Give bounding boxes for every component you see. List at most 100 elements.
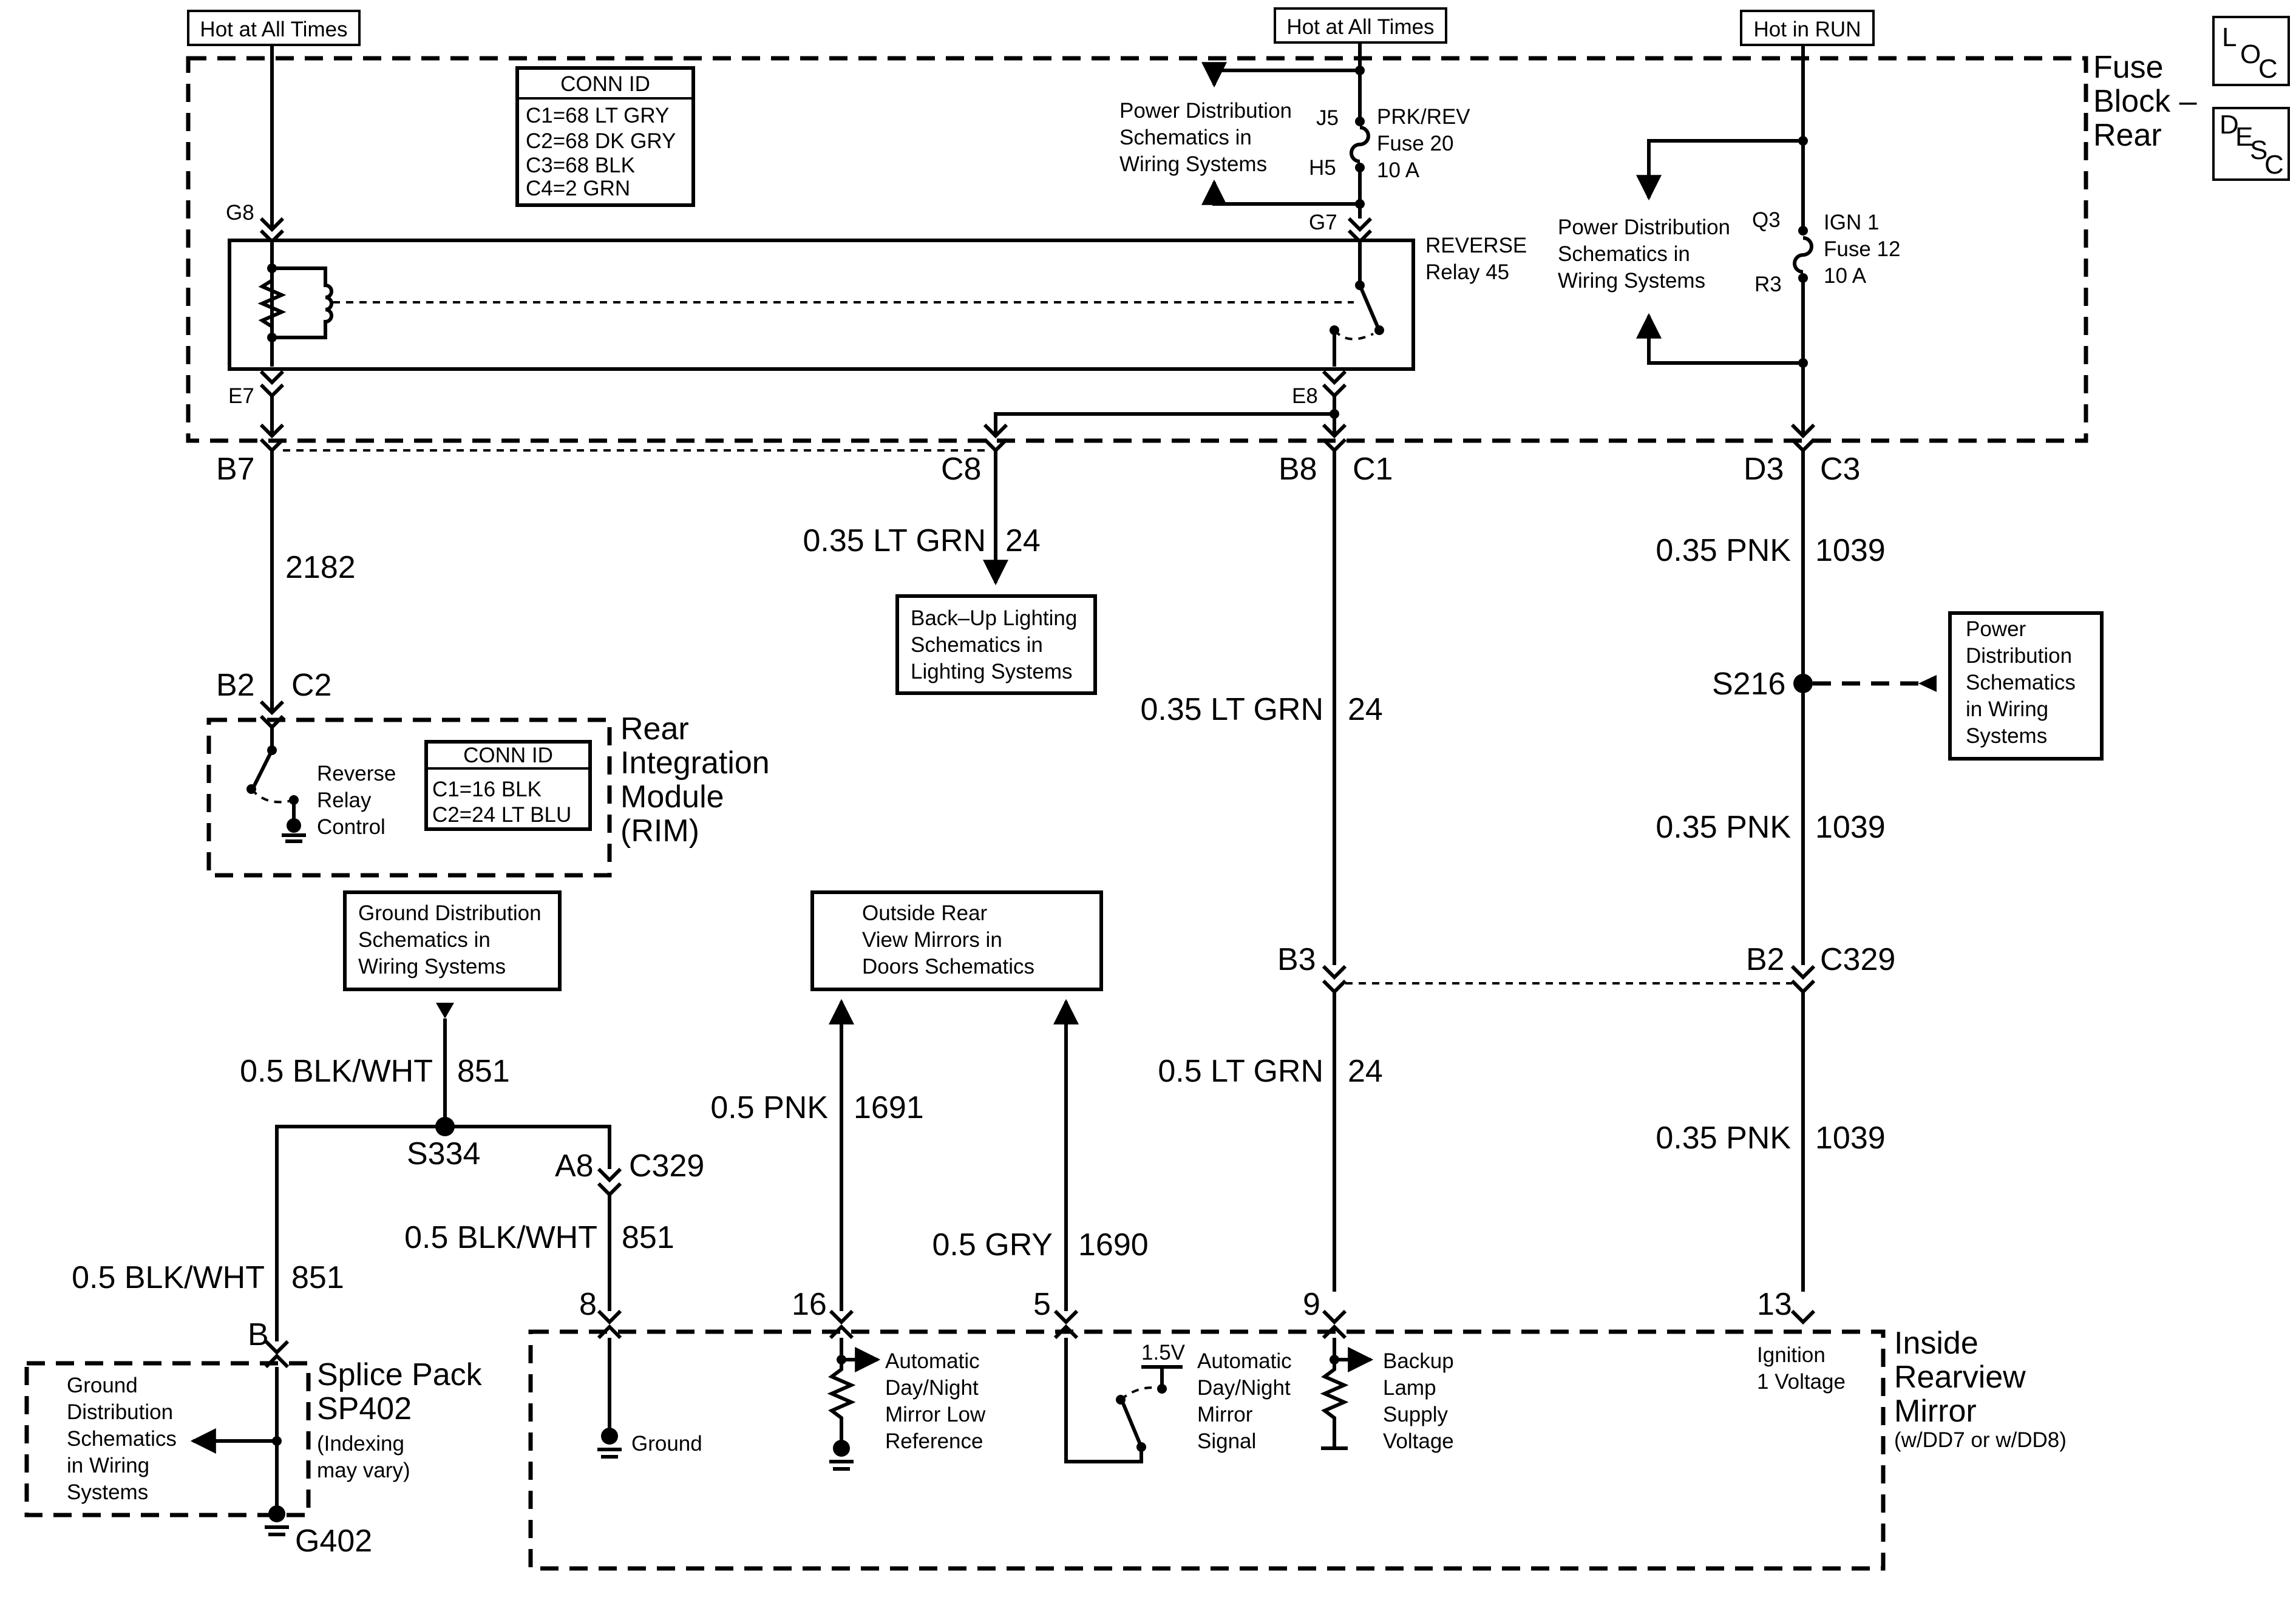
splice-s216-label: S216 xyxy=(1712,666,1785,702)
svg-text:Schematics: Schematics xyxy=(67,1427,177,1451)
fuse-20-label: PRK/REV Fuse 20 10 A xyxy=(1377,105,1470,182)
power-dist-s216-box[interactable]: Power Distribution Schematics in Wiring … xyxy=(1948,611,2104,761)
svg-text:0.35 LT GRN: 0.35 LT GRN xyxy=(803,523,986,558)
svg-text:C1=68 LT GRY: C1=68 LT GRY xyxy=(526,104,669,127)
svg-text:C2=68 DK GRY: C2=68 DK GRY xyxy=(526,129,676,153)
outside-mirrors-box[interactable]: Outside Rear View Mirrors in Doors Schem… xyxy=(810,890,1103,991)
svg-text:REVERSE: REVERSE xyxy=(1425,234,1527,257)
svg-text:Schematics in: Schematics in xyxy=(1119,126,1252,149)
svg-text:Power: Power xyxy=(1966,617,2026,641)
svg-text:Fuse: Fuse xyxy=(2093,50,2164,85)
hot-at-all-times-left-label: Hot at All Times xyxy=(187,10,361,46)
svg-text:C2=24 LT BLU: C2=24 LT BLU xyxy=(432,803,571,827)
power-dist-arrow-s216 xyxy=(1918,675,1937,692)
svg-text:Inside: Inside xyxy=(1894,1326,1978,1361)
svg-text:0.5 PNK: 0.5 PNK xyxy=(710,1090,828,1125)
mirror-ignition-label: Ignition 1 Voltage xyxy=(1757,1343,1846,1394)
svg-text:Schematics in: Schematics in xyxy=(1558,242,1690,266)
svg-text:Schematics in: Schematics in xyxy=(358,928,491,952)
connector-c329-bottom-label: C329 xyxy=(629,1148,704,1184)
svg-text:(w/DD7 or w/DD8): (w/DD7 or w/DD8) xyxy=(1894,1428,2067,1452)
connector-a8-label: A8 xyxy=(555,1148,594,1184)
svg-text:may vary): may vary) xyxy=(317,1459,410,1482)
svg-text:Relay: Relay xyxy=(317,788,372,812)
reverse-relay-box xyxy=(228,239,1415,371)
pin-g8-label: G8 xyxy=(226,201,254,225)
relay-coil-symbol xyxy=(257,263,333,342)
svg-text:Wiring Systems: Wiring Systems xyxy=(1558,269,1705,293)
svg-text:851: 851 xyxy=(622,1220,674,1255)
mirror-low-ref-ground xyxy=(829,1440,854,1471)
svg-text:Ground Distribution: Ground Distribution xyxy=(358,901,542,925)
ground-g402-label: G402 xyxy=(295,1524,372,1559)
wire-s334-to-a8 xyxy=(445,1125,611,1169)
rim-reverse-relay-control-label: Reverse Relay Control xyxy=(317,762,396,839)
splice-s216 xyxy=(1793,674,1813,693)
splice-pack-ground-text: Ground Distribution Schematics in Wiring… xyxy=(67,1374,177,1504)
svg-text:24: 24 xyxy=(1005,523,1041,558)
svg-text:Control: Control xyxy=(317,815,385,839)
splice-pack-title: Splice Pack SP402 (Indexing may vary) xyxy=(317,1357,483,1482)
relay-switch-symbol xyxy=(1330,242,1384,367)
connector-b8-label: B8 xyxy=(1279,452,1317,487)
fuse-block-rear-title: Fuse Block – Rear xyxy=(2093,50,2197,153)
mirror-backup-resistor xyxy=(1320,1338,1349,1448)
svg-text:Mirror: Mirror xyxy=(1197,1403,1253,1426)
connector-c2-label: C2 xyxy=(291,668,331,703)
splice-s334-label: S334 xyxy=(407,1136,480,1171)
power-dist-arrow-1b xyxy=(1201,179,1360,206)
reverse-relay-label: REVERSE Relay 45 xyxy=(1425,234,1527,284)
connector-c8-label: C8 xyxy=(941,452,981,487)
pin-q3-label: Q3 xyxy=(1752,208,1781,232)
svg-text:Module: Module xyxy=(620,779,724,815)
wire-s334-to-sp402 xyxy=(275,1125,445,1341)
svg-text:0.5 LT GRN: 0.5 LT GRN xyxy=(1158,1054,1323,1089)
svg-text:Fuse 12: Fuse 12 xyxy=(1824,237,1900,261)
ground-dist-box[interactable]: Ground Distribution Schematics in Wiring… xyxy=(343,890,562,991)
svg-text:Doors Schematics: Doors Schematics xyxy=(862,955,1034,978)
desc-icon: D E S C xyxy=(2212,107,2290,181)
svg-text:in Wiring: in Wiring xyxy=(1966,697,2048,721)
svg-text:Integration: Integration xyxy=(620,745,770,781)
svg-text:Systems: Systems xyxy=(67,1480,148,1504)
inside-mirror-title: Inside Rearview Mirror (w/DD7 or w/DD8) xyxy=(1894,1326,2067,1452)
svg-text:Hot in RUN: Hot in RUN xyxy=(1754,18,1861,41)
svg-text:Wiring Systems: Wiring Systems xyxy=(358,955,506,978)
fuse-12-label: IGN 1 Fuse 12 10 A xyxy=(1824,211,1900,288)
splice-pack-pin-b-label: B xyxy=(248,1317,269,1352)
svg-text:Reverse: Reverse xyxy=(317,762,396,785)
svg-text:Reference: Reference xyxy=(885,1429,983,1453)
rim-switch-symbol xyxy=(246,727,306,843)
svg-text:Lamp: Lamp xyxy=(1383,1376,1436,1400)
svg-text:Automatic: Automatic xyxy=(1197,1349,1292,1373)
svg-text:0.35 PNK: 0.35 PNK xyxy=(1656,810,1791,845)
connector-b2-c329-symbol xyxy=(1790,979,1816,995)
svg-text:1039: 1039 xyxy=(1815,810,1886,845)
wire-e8-to-c8 xyxy=(994,412,1334,437)
svg-text:10 A: 10 A xyxy=(1377,158,1420,182)
svg-text:in Wiring: in Wiring xyxy=(67,1454,149,1477)
svg-text:Hot at All Times: Hot at All Times xyxy=(200,18,347,41)
svg-text:851: 851 xyxy=(457,1054,510,1089)
inside-mirror-outline xyxy=(528,1329,1886,1571)
svg-text:SP402: SP402 xyxy=(317,1391,412,1426)
svg-text:(RIM): (RIM) xyxy=(620,813,699,849)
svg-text:Fuse 20: Fuse 20 xyxy=(1377,132,1453,155)
svg-text:Rear: Rear xyxy=(2093,118,2162,153)
mirror-pin-16-label: 16 xyxy=(792,1287,827,1322)
svg-text:851: 851 xyxy=(291,1260,344,1295)
connector-d3-symbol xyxy=(1790,438,1816,453)
svg-text:24: 24 xyxy=(1348,1054,1383,1089)
svg-text:Ignition: Ignition xyxy=(1757,1343,1826,1367)
mirror-ground-label: Ground xyxy=(631,1432,702,1456)
svg-text:Power Distribution: Power Distribution xyxy=(1558,215,1730,239)
backup-lighting-box[interactable]: Back–Up Lighting Schematics in Lighting … xyxy=(895,594,1097,695)
pin-r3-label: R3 xyxy=(1754,273,1782,296)
svg-text:C4=2 GRN: C4=2 GRN xyxy=(526,177,630,200)
svg-text:0.5 BLK/WHT: 0.5 BLK/WHT xyxy=(240,1054,433,1089)
svg-text:C: C xyxy=(2264,150,2284,180)
svg-text:0.5 BLK/WHT: 0.5 BLK/WHT xyxy=(72,1260,265,1295)
svg-text:0.35 PNK: 0.35 PNK xyxy=(1656,1120,1791,1156)
fuse-20-symbol xyxy=(1350,126,1370,163)
